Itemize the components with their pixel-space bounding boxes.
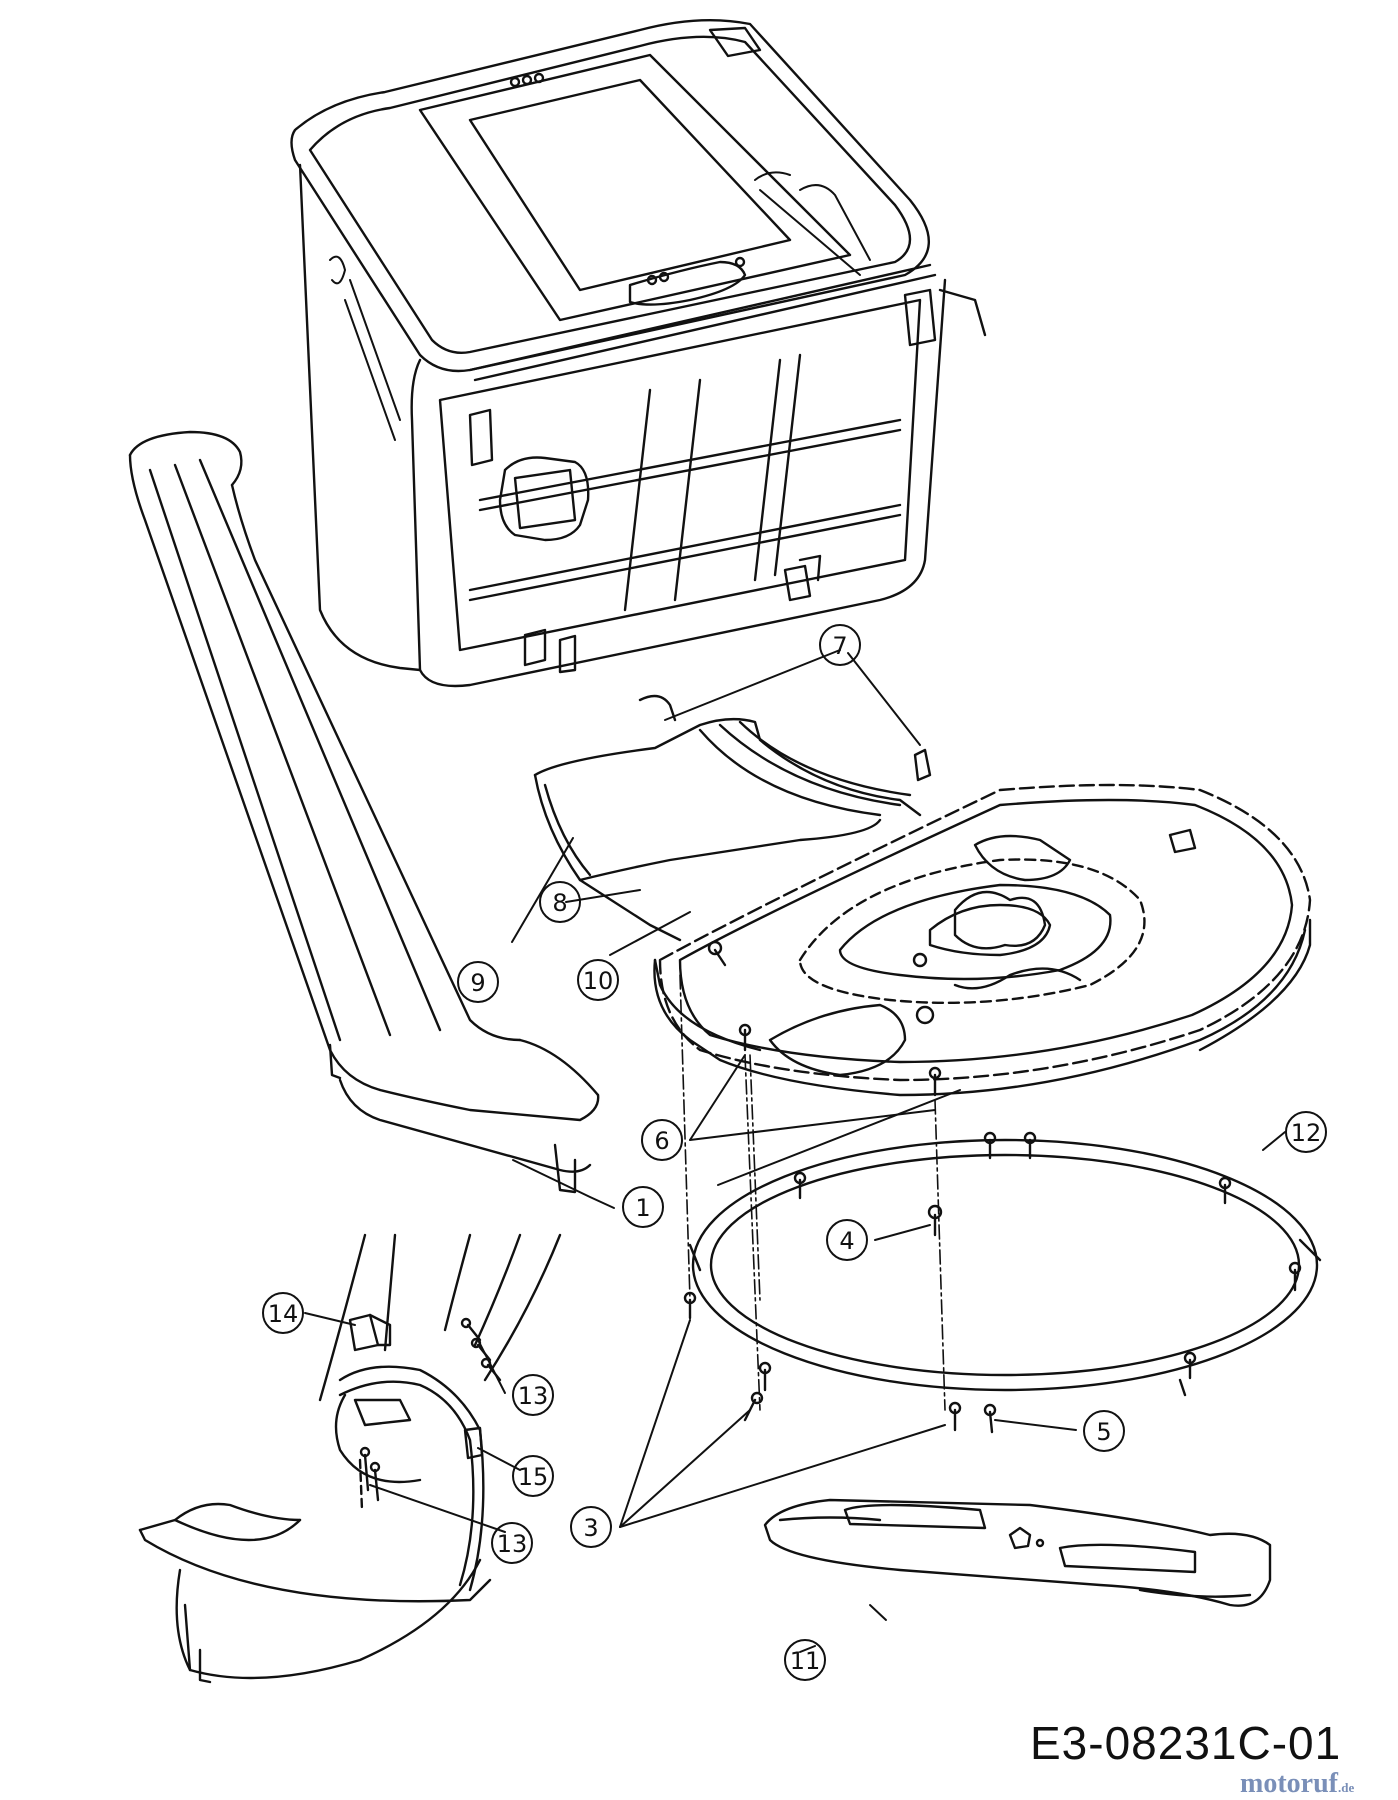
callout-circle-3 <box>570 1506 612 1548</box>
brand-logo-side <box>329 255 401 441</box>
callout-circle-13a <box>512 1374 554 1416</box>
callout-circle-13b <box>491 1522 533 1564</box>
deck-ring <box>683 1131 1322 1434</box>
site-watermark: motoruf.de <box>1240 1768 1354 1800</box>
mower-deck <box>653 783 1312 1097</box>
part-number-3: 3 <box>583 1514 598 1542</box>
callout-circle-11 <box>784 1639 826 1681</box>
grass-catcher-bag <box>290 18 987 688</box>
callout-circle-10 <box>577 959 619 1001</box>
part-number-10: 10 <box>583 967 614 995</box>
part-number-1: 1 <box>635 1194 650 1222</box>
deflector-guard <box>533 694 932 942</box>
watermark-text: motoruf <box>1240 1768 1338 1799</box>
part-number-14: 14 <box>268 1300 299 1328</box>
callout-circle-8 <box>539 881 581 923</box>
callout-circle-14 <box>262 1292 304 1334</box>
part-number-5: 5 <box>1096 1418 1111 1446</box>
callout-circle-4 <box>826 1219 868 1261</box>
mulch-adapter-inset <box>138 1233 562 1684</box>
callout-circle-12 <box>1285 1111 1327 1153</box>
brand-logo-lid <box>754 171 871 276</box>
leader-lines <box>304 649 1286 1653</box>
callout-circle-7 <box>819 624 861 666</box>
part-number-4: 4 <box>839 1227 854 1255</box>
part-number-9: 9 <box>470 969 485 997</box>
callout-circle-9 <box>457 961 499 1003</box>
part-number-11: 11 <box>790 1647 821 1675</box>
callout-circle-15 <box>512 1455 554 1497</box>
callout-labels: 1 3 4 5 6 7 8 9 10 11 12 13 13 14 15 <box>268 632 1322 1675</box>
discharge-chute-tube <box>128 430 600 1194</box>
callout-circle-5 <box>1083 1410 1125 1452</box>
part-number-15: 15 <box>518 1463 549 1491</box>
part-number-7: 7 <box>832 632 847 660</box>
callout-markers <box>262 624 1327 1681</box>
part-number-13b: 13 <box>497 1530 528 1558</box>
assembly-guide-lines <box>679 974 946 1411</box>
ring-bolts <box>683 1131 1302 1434</box>
part-number-8: 8 <box>552 889 567 917</box>
mower-blade <box>763 1498 1272 1607</box>
part-number-13a: 13 <box>518 1382 549 1410</box>
callout-circle-1 <box>622 1186 664 1228</box>
part-number-6: 6 <box>654 1127 669 1155</box>
watermark-suffix: .de <box>1337 1780 1355 1795</box>
diagram-reference-code: E3-08231C-01 <box>1030 1717 1342 1769</box>
part-number-12: 12 <box>1291 1119 1322 1147</box>
callout-circle-6 <box>641 1119 683 1161</box>
